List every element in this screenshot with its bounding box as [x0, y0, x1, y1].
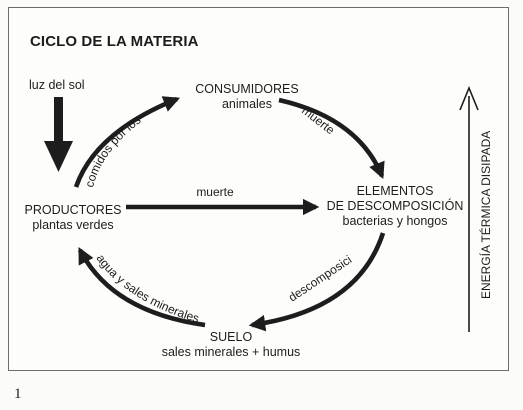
decomposers-sub: bacterias y hongos: [342, 214, 448, 228]
diagram-frame: [8, 7, 509, 371]
producers-node: PRODUCTORES plantas verdes: [20, 203, 126, 233]
soil-name: SUELO: [209, 330, 253, 344]
label-death-producers: muerte: [196, 185, 234, 199]
consumers-sub: animales: [221, 97, 273, 111]
arrow-producers-to-consumers: [73, 96, 181, 188]
sun-label: luz del sol: [29, 78, 85, 92]
producers-sub: plantas verdes: [32, 218, 114, 232]
label-energy: ENERGÍA TÉRMICA DISIPADA: [478, 131, 493, 299]
decomposers-name-1: ELEMENTOS: [356, 184, 434, 198]
consumers-node: CONSUMIDORES animales: [177, 82, 317, 112]
sunlight-arrow: [44, 97, 73, 172]
producers-name: PRODUCTORES: [24, 203, 122, 217]
page-number: 1: [14, 386, 22, 402]
decomposers-name-2: DE DESCOMPOSICIÓN: [326, 199, 464, 213]
arrow-consumers-to-decomposers: [278, 97, 385, 180]
energy-arrow: [459, 85, 479, 332]
decomposers-node: ELEMENTOS DE DESCOMPOSICIÓN bacterias y …: [325, 184, 465, 229]
consumers-name: CONSUMIDORES: [195, 82, 299, 96]
arrow-soil-to-producers: [77, 247, 206, 328]
arrow-decomposers-to-soil: [248, 232, 386, 332]
diagram-title: CICLO DE LA MATERIA: [30, 33, 199, 50]
soil-sub: sales minerales + humus: [161, 345, 301, 359]
soil-node: SUELO sales minerales + humus: [156, 330, 306, 360]
label-eaten-by: comidos por los: [82, 113, 143, 189]
